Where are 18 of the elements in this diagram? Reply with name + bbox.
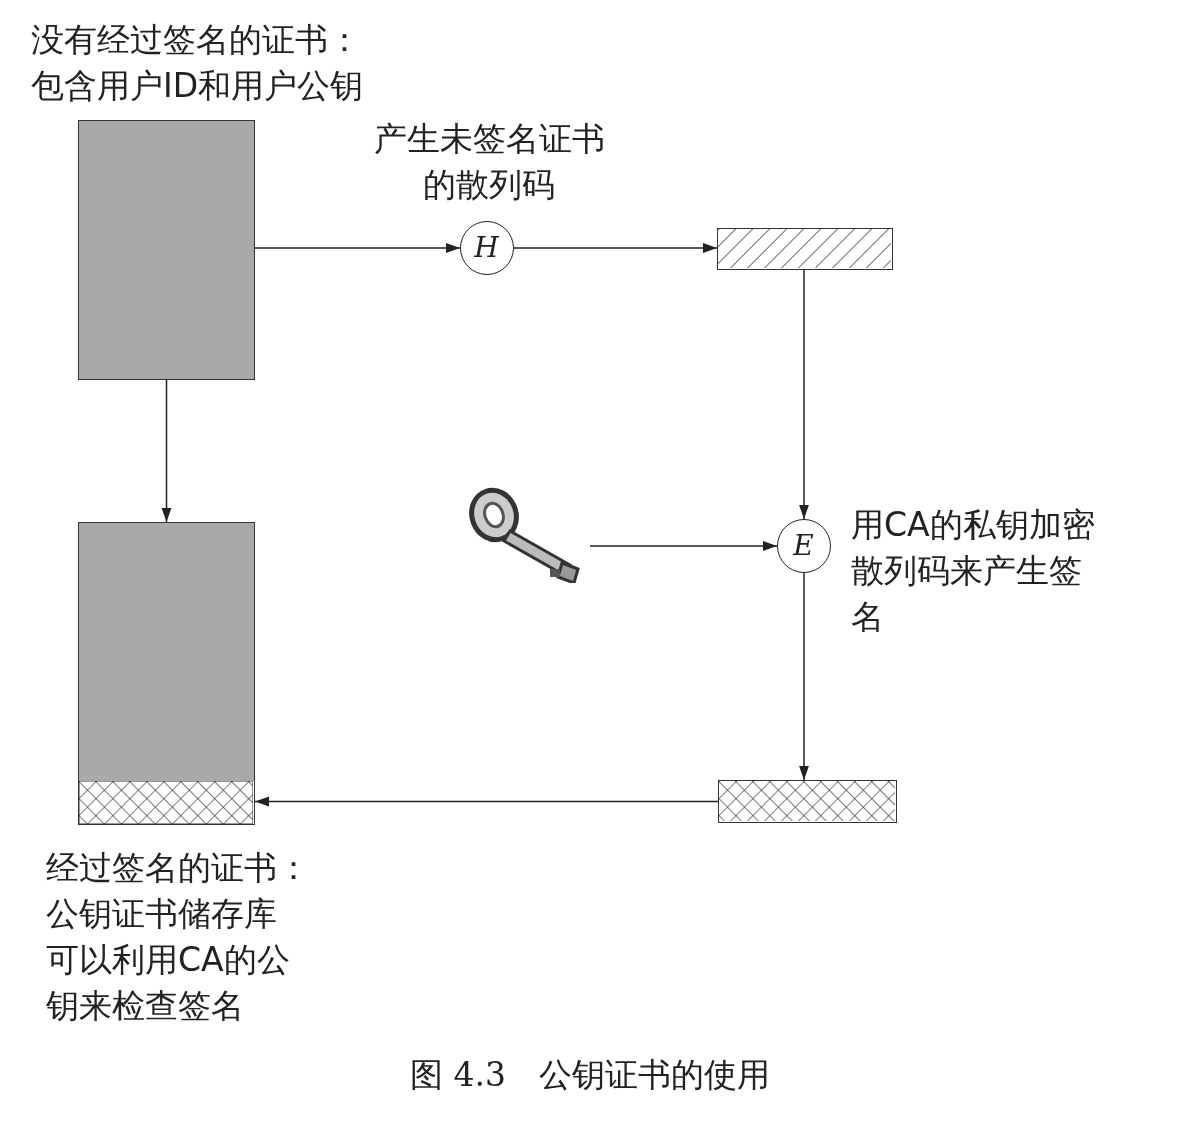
step-description: 用CA的私钥加密散列码来产生签名: [851, 504, 1096, 638]
arrow: [513, 243, 718, 253]
arrow: [589, 541, 778, 551]
signature-bar: [718, 780, 897, 823]
caption: 图 4.3 公钥证书的使用: [409, 1054, 771, 1096]
arrow: [799, 572, 809, 781]
symbol-letter: H: [473, 230, 500, 266]
description: 包含用户ID和用户公钥: [31, 65, 364, 107]
step-description: 产生未签名证书的散列码: [372, 118, 606, 206]
arrow: [161, 379, 172, 523]
arrow: [254, 243, 461, 253]
heading: 没有经过签名的证书：: [31, 19, 361, 61]
hash-bar: [717, 228, 893, 270]
arrow: [799, 269, 809, 520]
description: 公钥证书储存库可以利用CA的公钥来检查签名: [46, 893, 291, 1027]
symbol-letter: E: [792, 528, 815, 564]
arrow: [254, 796, 719, 807]
heading: 经过签名的证书：: [46, 847, 310, 889]
